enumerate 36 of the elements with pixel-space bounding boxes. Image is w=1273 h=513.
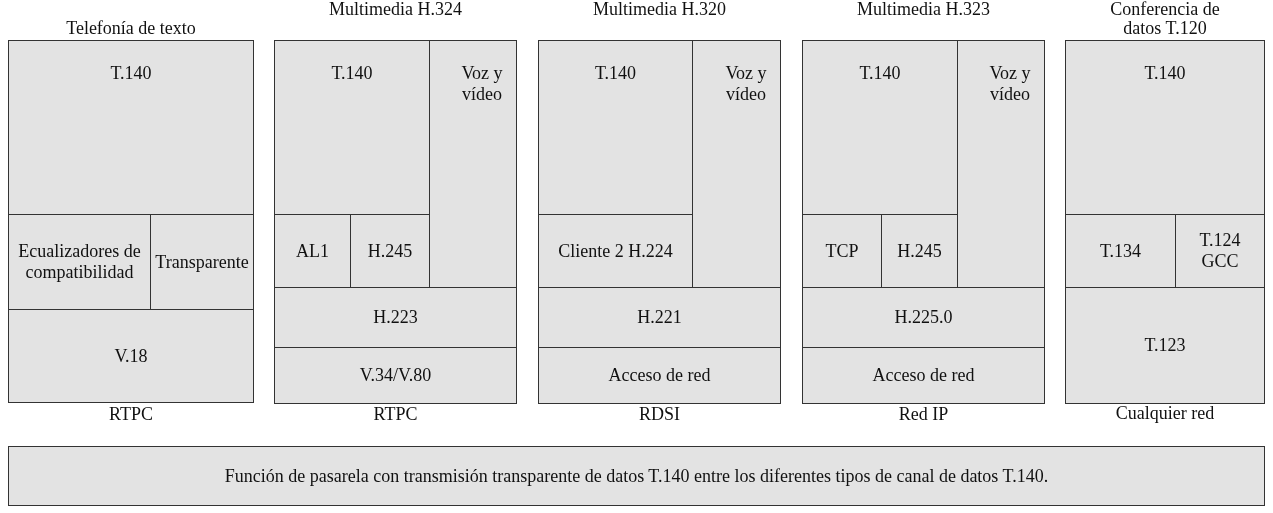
protocol-layer-box: T.140 (274, 40, 430, 215)
protocol-layer-box: Voz y vídeo (957, 40, 1045, 288)
protocol-layer-box: AL1 (274, 214, 351, 288)
protocol-layer-box: Acceso de red (538, 347, 781, 404)
protocol-layer-box: Cliente 2 H.224 (538, 214, 693, 288)
network-label: RTPC (372, 404, 419, 425)
protocol-layer-box: T.140 (8, 40, 254, 215)
column-heading: Multimedia H.320 (592, 0, 727, 19)
protocol-layer-box: H.221 (538, 287, 781, 348)
protocol-layer-box: T.134 (1065, 214, 1176, 288)
protocol-layer-box: V.18 (8, 309, 254, 403)
protocol-layer-box: TCP (802, 214, 882, 288)
protocol-layer-box: T.124 GCC (1175, 214, 1265, 288)
protocol-layer-box: H.225.0 (802, 287, 1045, 348)
column-heading: Conferencia de datos T.120 (1109, 0, 1221, 38)
protocol-layer-box: V.34/V.80 (274, 347, 517, 404)
column-heading: Multimedia H.324 (328, 0, 463, 19)
protocol-layer-box: Transparente (150, 214, 254, 310)
protocol-layer-box: T.140 (1065, 40, 1265, 215)
network-label: RDSI (638, 404, 681, 425)
protocol-layer-box: H.245 (881, 214, 958, 288)
network-label: Red IP (897, 404, 950, 425)
protocol-layer-box: H.245 (350, 214, 430, 288)
protocol-layer-box: H.223 (274, 287, 517, 348)
protocol-layer-box: T.140 (802, 40, 958, 215)
network-label: RTPC (108, 404, 154, 425)
protocol-layer-box: T.123 (1065, 287, 1265, 404)
description-box: Función de pasarela con transmisión transparente de datos T.140 entre los diferentes tipos de canal de datos T.140. (8, 446, 1265, 506)
column-heading: Multimedia H.323 (856, 0, 991, 19)
protocol-layer-box: Acceso de red (802, 347, 1045, 404)
protocol-layer-box: T.140 (538, 40, 693, 215)
column-heading: Telefonía de texto (65, 18, 197, 39)
protocol-layer-box: Voz y vídeo (429, 40, 517, 288)
network-label: Cualquier red (1114, 404, 1216, 423)
protocol-layer-box: Ecualizadores de compatibilidad (8, 214, 151, 310)
protocol-layer-box: Voz y vídeo (692, 40, 781, 288)
